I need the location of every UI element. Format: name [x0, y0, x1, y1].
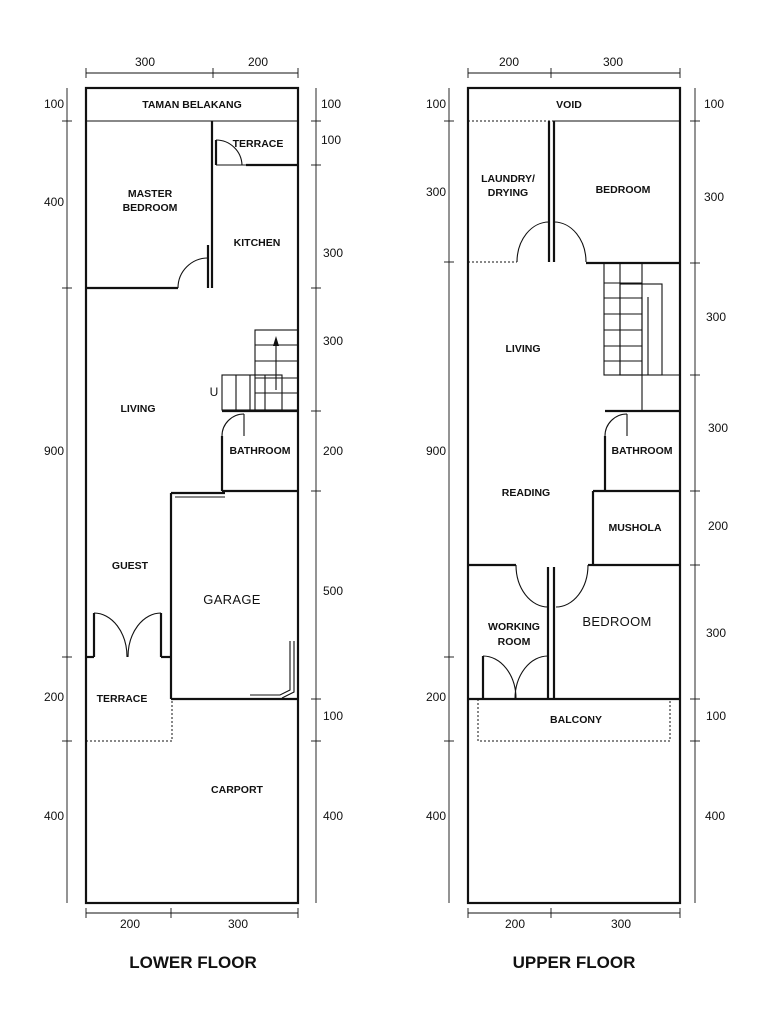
lower-dim-right-4: 300 — [323, 334, 343, 348]
upper-bathroom-door-swing — [604, 413, 628, 437]
lower-guest-label: GUEST — [112, 560, 149, 572]
lower-carport-label: CARPORT — [211, 784, 264, 796]
upper-balcony-dashed — [477, 699, 671, 742]
lower-garage-door-track — [250, 641, 291, 696]
upper-outer-wall — [466, 86, 682, 905]
lower-dim-right-3: 300 — [323, 246, 343, 260]
upper-dim-bottom-2: 300 — [611, 917, 631, 931]
lower-bathroom-door-swing — [221, 413, 245, 437]
upper-floor-plan — [466, 86, 682, 905]
lower-dim-right-1: 100 — [321, 97, 341, 111]
upper-laundry-label-2: DRYING — [488, 187, 528, 199]
upper-dim-top-1: 200 — [499, 55, 519, 69]
upper-dim-left-1: 100 — [426, 97, 446, 111]
lower-dim-top-2: 200 — [248, 55, 268, 69]
upper-dim-bottom-1: 200 — [505, 917, 525, 931]
lower-dim-right-7: 100 — [323, 709, 343, 723]
upper-dim-right-1: 100 — [704, 97, 724, 111]
lower-dim-left-1: 100 — [44, 97, 64, 111]
lower-dim-left-5: 400 — [44, 809, 64, 823]
lower-dim-right-6: 500 — [323, 584, 343, 598]
lower-floor-plan: U — [84, 86, 300, 905]
upper-working-label-2: ROOM — [498, 636, 531, 648]
lower-master-door-swing — [177, 257, 209, 289]
lower-dim-right-8: 400 — [323, 809, 343, 823]
lower-dim-left-2: 400 — [44, 195, 64, 209]
lower-dim-left-3: 900 — [44, 444, 64, 458]
upper-bathroom-label: BATHROOM — [611, 445, 672, 457]
lower-kitchen-label: KITCHEN — [234, 237, 281, 249]
lower-dim-left-4: 200 — [44, 690, 64, 704]
upper-dim-right-7: 100 — [706, 709, 726, 723]
upper-bedroom-mid-door-swing — [555, 564, 589, 608]
upper-stairs — [603, 262, 680, 411]
upper-dim-right-5: 200 — [708, 519, 728, 533]
lower-master-bedroom-label-1: MASTER — [128, 188, 173, 200]
upper-dim-left-2: 300 — [426, 185, 446, 199]
lower-dimension-lines — [62, 68, 321, 918]
upper-dim-left-4: 200 — [426, 690, 446, 704]
lower-terrace-door-swing — [215, 139, 243, 166]
upper-working-door-swing-right — [514, 655, 549, 700]
upper-dim-right-4: 300 — [708, 421, 728, 435]
upper-dim-right-8: 400 — [705, 809, 725, 823]
lower-guest-door-swing-left — [93, 612, 128, 658]
lower-dim-right-2: 100 — [321, 133, 341, 147]
upper-dim-right-3: 300 — [706, 310, 726, 324]
upper-working-door-swing-left — [482, 655, 517, 700]
lower-taman-belakang-label: TAMAN BELAKANG — [142, 99, 242, 111]
lower-dim-bottom-1: 200 — [120, 917, 140, 931]
lower-garage-door-track-inner — [281, 641, 295, 699]
lower-terrace-top-label: TERRACE — [233, 138, 284, 150]
lower-outer-wall — [84, 86, 300, 905]
upper-bedroom-top-label: BEDROOM — [596, 184, 651, 196]
lower-terrace-dashed — [86, 699, 173, 742]
upper-dim-left-5: 400 — [426, 809, 446, 823]
lower-dim-bottom-2: 300 — [228, 917, 248, 931]
lower-dim-top-1: 300 — [135, 55, 155, 69]
upper-laundry-door-swing — [516, 221, 550, 263]
upper-mushola-label: MUSHOLA — [608, 522, 661, 534]
upper-working-door-swing — [515, 564, 549, 608]
upper-reading-label: READING — [502, 487, 550, 499]
upper-living-label: LIVING — [505, 343, 540, 355]
upper-void-label: VOID — [556, 99, 582, 111]
upper-bedroom-mid-label: BEDROOM — [582, 614, 651, 629]
upper-bedroom-top-door-swing — [553, 221, 587, 263]
lower-guest-door-swing-right — [127, 612, 162, 658]
lower-stair-up-label: U — [210, 385, 219, 399]
lower-terrace-front-label: TERRACE — [97, 693, 148, 705]
lower-floor-title: LOWER FLOOR — [129, 953, 256, 972]
upper-dim-top-2: 300 — [603, 55, 623, 69]
upper-working-label-1: WORKING — [488, 621, 540, 633]
upper-laundry-label-1: LAUNDRY/ — [481, 173, 535, 185]
upper-dim-right-2: 300 — [704, 190, 724, 204]
lower-master-bedroom-label-2: BEDROOM — [123, 202, 178, 214]
lower-dim-right-5: 200 — [323, 444, 343, 458]
lower-garage-label: GARAGE — [203, 592, 260, 607]
upper-dim-left-3: 900 — [426, 444, 446, 458]
lower-stairs — [221, 329, 299, 411]
upper-balcony-label: BALCONY — [550, 714, 602, 726]
upper-dimension-lines — [444, 68, 700, 918]
lower-living-label: LIVING — [120, 403, 155, 415]
upper-dim-right-6: 300 — [706, 626, 726, 640]
lower-bathroom-label: BATHROOM — [229, 445, 290, 457]
upper-floor-title: UPPER FLOOR — [513, 953, 636, 972]
